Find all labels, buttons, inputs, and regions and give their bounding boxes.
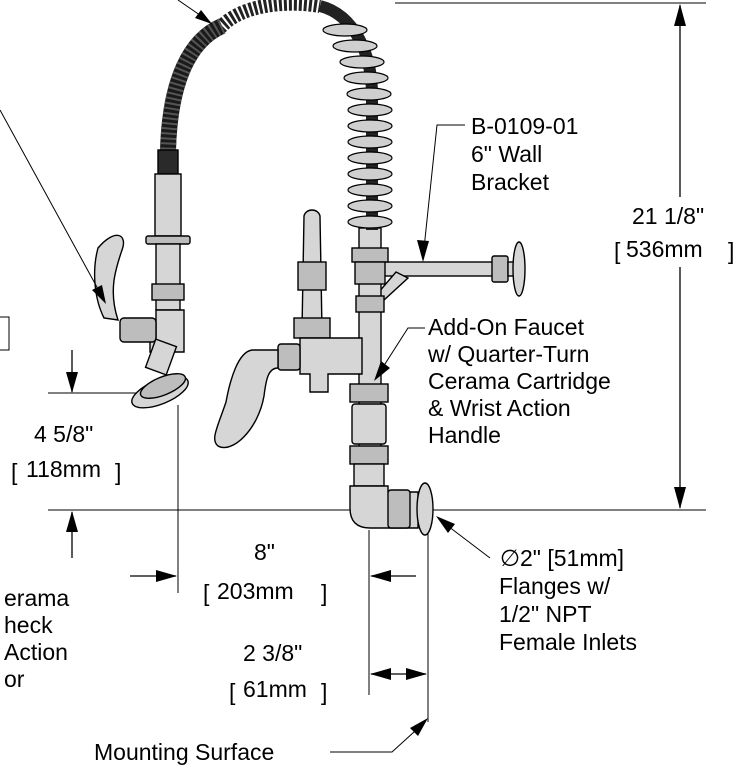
bracket-type: Bracket bbox=[471, 169, 550, 195]
spray-height-inches: 4 5/8" bbox=[34, 421, 93, 447]
valve-partial-line3: Action bbox=[4, 639, 68, 665]
bracket-model: B-0109-01 bbox=[471, 113, 578, 139]
coil-spring bbox=[214, 0, 393, 230]
wall-bracket bbox=[370, 241, 526, 301]
flange-line4: Female Inlets bbox=[499, 629, 637, 655]
bracket-open: [ bbox=[11, 459, 18, 485]
bracket-close: ] bbox=[321, 679, 327, 705]
faucet-label-line3: Cerama Cartridge bbox=[428, 368, 611, 394]
valve-partial-line1: erama bbox=[4, 585, 69, 611]
offset-inches: 2 3/8" bbox=[243, 640, 302, 666]
valve-partial-line4: or bbox=[4, 666, 25, 692]
diameter-symbol: ∅ bbox=[500, 545, 520, 571]
faucet-label-line4: & Wrist Action bbox=[428, 395, 571, 421]
offset-label: 2 3/8" 61mm [ ] bbox=[229, 640, 327, 705]
spread-mm: 203mm bbox=[217, 578, 294, 604]
faucet-label-line5: Handle bbox=[428, 422, 501, 448]
offset-mm: 61mm bbox=[243, 676, 307, 702]
bracket-size: 6" Wall bbox=[471, 141, 542, 167]
bracket-open: [ bbox=[203, 580, 210, 606]
valve-label-partial: erama heck Action or bbox=[4, 585, 69, 692]
flanges-label: ∅ 2" [51mm] Flanges w/ 1/2" NPT Female I… bbox=[499, 545, 637, 655]
height-dimension-label: 21 1/8" 536mm [ ] bbox=[614, 203, 734, 264]
inlet-elbow bbox=[349, 482, 434, 536]
spray-valve bbox=[93, 149, 191, 409]
flange-line2: Flanges w/ bbox=[499, 573, 611, 599]
height-inches: 21 1/8" bbox=[632, 203, 704, 229]
height-mm: 536mm bbox=[626, 236, 703, 262]
mounting-surface-label: Mounting Surface bbox=[94, 739, 274, 765]
spread-inches: 8" bbox=[254, 539, 275, 565]
add-on-faucet bbox=[214, 209, 363, 449]
faucet-label-line1: Add-On Faucet bbox=[428, 314, 585, 340]
flange-line3: 1/2" NPT bbox=[499, 601, 592, 627]
valve-partial-line2: heck bbox=[4, 612, 53, 638]
leader-lines bbox=[0, 0, 491, 753]
bracket-open: [ bbox=[229, 679, 236, 705]
wall-bracket-label: B-0109-01 6" Wall Bracket bbox=[471, 113, 578, 195]
faucet-illustration bbox=[93, 0, 526, 536]
dimension-lines bbox=[48, 2, 706, 722]
spray-height-mm: 118mm bbox=[26, 456, 101, 482]
spread-label: 8" 203mm [ ] bbox=[203, 539, 327, 606]
bracket-open: [ bbox=[614, 238, 621, 264]
bracket-close: ] bbox=[728, 238, 734, 264]
faucet-label-line2: w/ Quarter-Turn bbox=[427, 341, 589, 367]
flexible-hose bbox=[160, 18, 226, 151]
bracket-close: ] bbox=[115, 459, 121, 485]
bracket-close: ] bbox=[321, 580, 327, 606]
add-on-faucet-label: Add-On Faucet w/ Quarter-Turn Cerama Car… bbox=[427, 314, 611, 448]
spray-height-label: 4 5/8" 118mm [ ] bbox=[11, 421, 121, 485]
flange-size: 2" [51mm] bbox=[520, 545, 624, 571]
